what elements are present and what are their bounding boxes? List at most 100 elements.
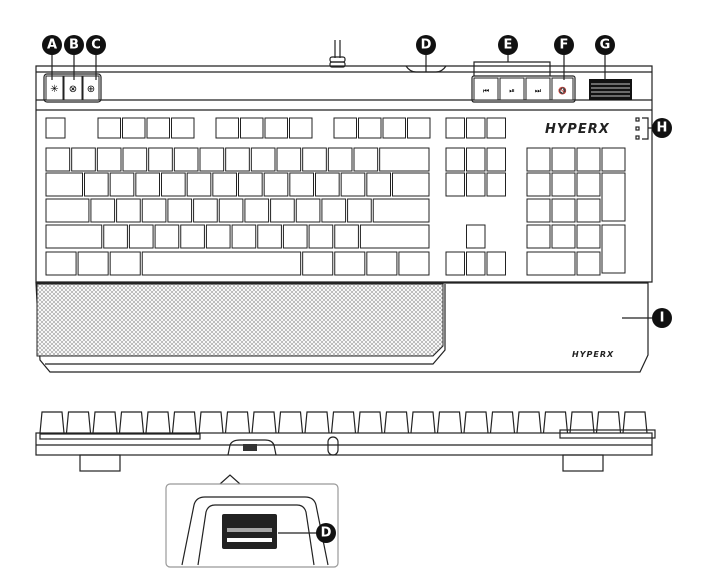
mute-button[interactable]: 🔇	[551, 77, 574, 101]
key[interactable]	[205, 224, 231, 249]
key[interactable]	[526, 172, 551, 197]
key[interactable]	[193, 198, 218, 223]
key[interactable]	[45, 224, 103, 249]
key[interactable]	[526, 251, 576, 276]
key[interactable]	[84, 172, 109, 197]
key[interactable]	[486, 147, 506, 172]
key[interactable]	[551, 198, 576, 223]
volume-wheel[interactable]	[589, 79, 632, 100]
key[interactable]	[466, 117, 486, 139]
key[interactable]	[382, 117, 406, 139]
key[interactable]	[135, 172, 160, 197]
key[interactable]	[466, 251, 486, 276]
key[interactable]	[551, 224, 576, 249]
key[interactable]	[180, 224, 205, 249]
key[interactable]	[244, 198, 270, 223]
profile-button[interactable]: ⊕	[82, 75, 100, 101]
key[interactable]	[276, 147, 302, 172]
key[interactable]	[576, 172, 601, 197]
key[interactable]	[264, 117, 288, 139]
brightness-button[interactable]: ✳	[45, 75, 64, 101]
key[interactable]	[466, 224, 486, 249]
key[interactable]	[96, 147, 122, 172]
key[interactable]	[128, 224, 154, 249]
key[interactable]	[526, 224, 551, 249]
key[interactable]	[282, 224, 308, 249]
key[interactable]	[45, 251, 77, 276]
key[interactable]	[392, 172, 430, 197]
key[interactable]	[218, 198, 244, 223]
key[interactable]	[302, 251, 334, 276]
key[interactable]	[334, 251, 366, 276]
key[interactable]	[167, 198, 193, 223]
key[interactable]	[366, 172, 392, 197]
key[interactable]	[327, 147, 353, 172]
key[interactable]	[250, 147, 276, 172]
key[interactable]	[340, 172, 366, 197]
key[interactable]	[122, 147, 148, 172]
key[interactable]	[199, 147, 225, 172]
key[interactable]	[154, 224, 180, 249]
key[interactable]	[116, 198, 141, 223]
key[interactable]	[445, 251, 465, 276]
key[interactable]	[238, 172, 263, 197]
key[interactable]	[263, 172, 289, 197]
key[interactable]	[270, 198, 295, 223]
key[interactable]	[289, 117, 313, 139]
play-pause-button[interactable]: ⏯	[499, 77, 525, 101]
key[interactable]	[576, 224, 601, 249]
game-mode-button[interactable]: ⊗	[63, 75, 83, 101]
previous-track-button[interactable]: ⏮	[473, 77, 499, 101]
key[interactable]	[122, 117, 146, 139]
key[interactable]	[551, 147, 576, 172]
key[interactable]	[295, 198, 321, 223]
key[interactable]	[109, 172, 135, 197]
key[interactable]	[333, 117, 357, 139]
key[interactable]	[45, 147, 71, 172]
key[interactable]	[466, 147, 486, 172]
key[interactable]	[576, 198, 601, 223]
key[interactable]	[97, 117, 121, 139]
key[interactable]	[240, 117, 264, 139]
key[interactable]	[212, 172, 237, 197]
key[interactable]	[109, 251, 141, 276]
key[interactable]	[45, 198, 90, 223]
key[interactable]	[77, 251, 109, 276]
key[interactable]	[445, 172, 465, 197]
key[interactable]	[347, 198, 372, 223]
key[interactable]	[486, 251, 506, 276]
key[interactable]	[141, 251, 302, 276]
key[interactable]	[407, 117, 431, 139]
key[interactable]	[45, 117, 66, 139]
key[interactable]	[372, 198, 430, 223]
key[interactable]	[398, 251, 430, 276]
key[interactable]	[161, 172, 186, 197]
key[interactable]	[353, 147, 379, 172]
key[interactable]	[466, 172, 486, 197]
key[interactable]	[445, 117, 465, 139]
key[interactable]	[601, 224, 626, 274]
key[interactable]	[225, 147, 250, 172]
key[interactable]	[257, 224, 282, 249]
key[interactable]	[526, 147, 551, 172]
key[interactable]	[551, 172, 576, 197]
key[interactable]	[526, 198, 551, 223]
key[interactable]	[334, 224, 359, 249]
key[interactable]	[315, 172, 340, 197]
key[interactable]	[601, 147, 626, 172]
key[interactable]	[302, 147, 327, 172]
key[interactable]	[45, 172, 83, 197]
key[interactable]	[359, 224, 430, 249]
key[interactable]	[231, 224, 257, 249]
key[interactable]	[308, 224, 334, 249]
key[interactable]	[148, 147, 173, 172]
key[interactable]	[379, 147, 430, 172]
key[interactable]	[576, 147, 601, 172]
key[interactable]	[71, 147, 96, 172]
key[interactable]	[289, 172, 315, 197]
key[interactable]	[215, 117, 239, 139]
key[interactable]	[358, 117, 382, 139]
key[interactable]	[90, 198, 116, 223]
next-track-button[interactable]: ⏭	[525, 77, 551, 101]
key[interactable]	[173, 147, 199, 172]
